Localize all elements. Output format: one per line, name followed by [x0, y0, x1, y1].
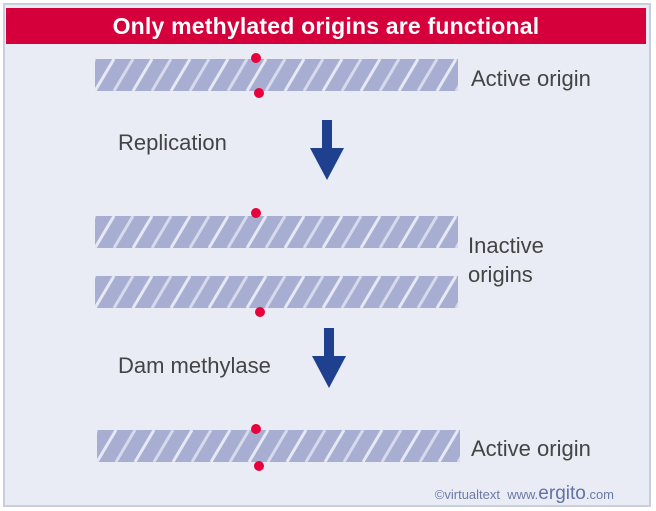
arrow-down-icon-replication	[310, 120, 344, 180]
methyl-dot-top-upper	[251, 53, 261, 63]
footer-site-suffix: .com	[585, 487, 614, 502]
label-inactive: Inactive	[468, 233, 544, 258]
helix-pattern	[97, 430, 460, 462]
helix-pattern	[95, 276, 458, 308]
helix-pattern	[95, 216, 458, 248]
dna-duplex-inactive-1	[95, 216, 458, 248]
label-active-origin-bottom: Active origin	[471, 436, 591, 461]
methyl-dot-inactive-1	[251, 208, 261, 218]
footer-site-brand: ergito	[538, 483, 586, 504]
label-dam-methylase: Dam methylase	[118, 353, 271, 378]
methyl-dot-top-lower	[254, 88, 264, 98]
label-replication: Replication	[118, 130, 227, 155]
diagram-title: Only methylated origins are functional	[6, 8, 646, 44]
dna-duplex-top	[95, 59, 458, 91]
footer-copyright: ©virtualtext	[434, 487, 500, 502]
dna-duplex-inactive-2	[95, 276, 458, 308]
footer-site-prefix: www.	[507, 487, 539, 502]
methyl-dot-inactive-2	[255, 307, 265, 317]
helix-pattern	[95, 59, 458, 91]
dna-duplex-bottom	[97, 430, 460, 462]
label-origins: origins	[468, 262, 533, 287]
footer-credit: ©virtualtext www.ergito.com	[435, 483, 614, 505]
label-active-origin-top: Active origin	[471, 66, 591, 91]
methyl-dot-bottom-upper	[251, 424, 261, 434]
methyl-dot-bottom-lower	[254, 461, 264, 471]
arrow-down-icon-methylation	[312, 328, 346, 388]
